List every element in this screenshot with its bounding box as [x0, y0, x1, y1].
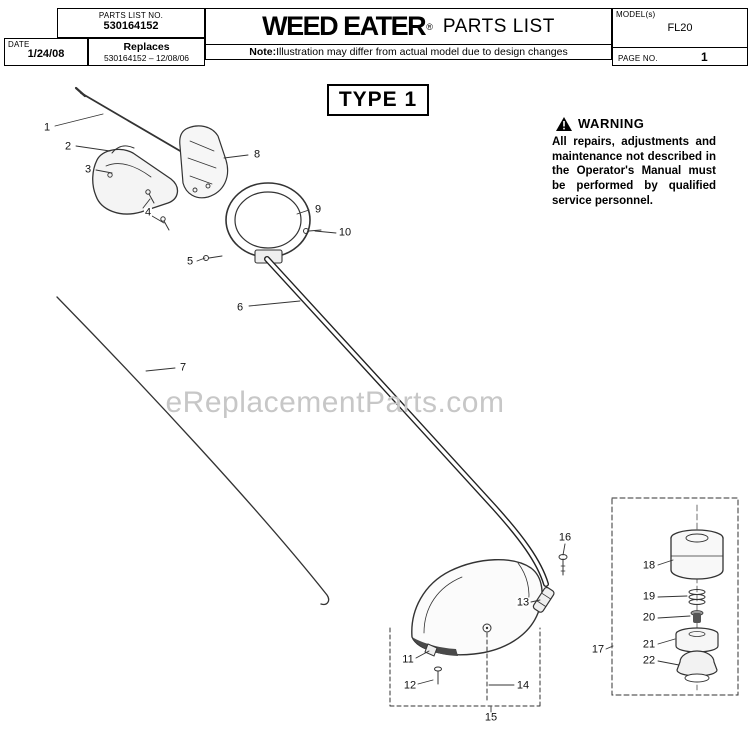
clamp-screws	[203, 228, 322, 261]
callout-5: 5	[185, 255, 195, 268]
leader-lines	[54, 113, 691, 713]
callout-2: 2	[63, 140, 73, 153]
brand-logo: WEED EATER	[262, 11, 427, 41]
watermark: eReplacementParts.com	[165, 386, 505, 419]
callout-20: 20	[641, 611, 657, 624]
callout-18: 18	[641, 559, 657, 572]
callout-13: 13	[515, 596, 531, 609]
replaces-label: Replaces	[123, 41, 170, 53]
callout-4: 4	[143, 206, 153, 219]
debris-shield	[411, 559, 543, 656]
replaces-cell: Replaces 530164152 – 12/08/06	[88, 38, 205, 66]
loop-handle	[225, 182, 311, 264]
callout-21: 21	[641, 638, 657, 651]
shaft-coupler	[532, 586, 555, 613]
warning-block: WARNING All repairs, adjustments and mai…	[552, 116, 716, 209]
head-reference-dashes	[389, 627, 541, 707]
drive-cable	[56, 296, 330, 606]
parts-list-no-label: PARTS LIST NO.	[98, 11, 164, 20]
callout-11: 11	[401, 653, 415, 666]
registered-mark: ®	[426, 21, 433, 32]
spool-spring	[688, 589, 706, 605]
handle-bracket	[179, 125, 229, 199]
models-label: MODEL(s)	[616, 10, 656, 19]
callout-19: 19	[641, 590, 657, 603]
note-label: Note:	[249, 46, 277, 58]
callout-6: 6	[235, 301, 245, 314]
warning-title: WARNING	[578, 116, 645, 131]
model-cell: MODEL(s) FL20	[612, 8, 748, 48]
trigger-handle	[92, 145, 179, 215]
note-text: Illustration may differ from actual mode…	[276, 46, 568, 58]
callout-7: 7	[178, 361, 188, 374]
spool-housing	[670, 529, 724, 580]
handle-screws	[145, 189, 170, 231]
shield-hardware	[424, 643, 442, 685]
callout-10: 10	[337, 226, 353, 239]
callout-15: 15	[483, 711, 499, 724]
eyelet-part	[690, 610, 704, 623]
line-spool	[675, 627, 719, 653]
callout-14: 14	[515, 679, 531, 692]
page-no-label: PAGE NO.	[618, 54, 658, 63]
callout-16: 16	[557, 531, 573, 544]
model-value: FL20	[667, 22, 693, 34]
head-bolt	[558, 554, 568, 576]
page-title: PARTS LIST	[442, 15, 555, 37]
shaft-tube	[264, 256, 549, 587]
note-cell: Note: Illustration may differ from actua…	[205, 44, 612, 60]
callout-12: 12	[402, 679, 418, 692]
parts-list-no-value: 530164152	[103, 20, 159, 32]
callout-17: 17	[590, 643, 606, 656]
date-value: 1/24/08	[27, 48, 65, 60]
callout-3: 3	[83, 163, 93, 176]
page-no-value: 1	[701, 50, 708, 64]
warning-body: All repairs, adjustments and maintenance…	[552, 136, 716, 207]
callout-9: 9	[313, 203, 323, 216]
bump-knob	[676, 650, 718, 683]
date-cell: DATE 1/24/08	[4, 38, 88, 66]
callout-8: 8	[252, 148, 262, 161]
parts-list-no-cell: PARTS LIST NO. 530164152	[57, 8, 205, 38]
callout-22: 22	[641, 654, 657, 667]
warning-triangle-icon	[556, 116, 572, 131]
page-no-cell: PAGE NO. 1	[612, 47, 748, 66]
replaces-value: 530164152 – 12/08/06	[103, 53, 190, 63]
type-title: TYPE 1	[327, 84, 429, 116]
callout-1: 1	[42, 121, 52, 134]
date-label: DATE	[8, 40, 30, 49]
throttle-cable	[74, 86, 200, 163]
